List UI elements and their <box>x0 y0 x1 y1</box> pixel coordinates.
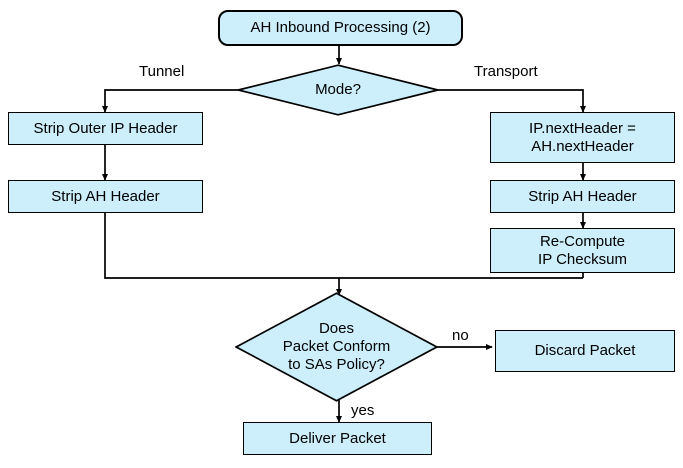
node-discard-packet[interactable]: Discard Packet <box>495 330 675 372</box>
mode-diamond-shape <box>237 64 439 116</box>
node-recompute-ip-checksum[interactable]: Re-Compute IP Checksum <box>490 228 675 273</box>
node-conform-decision[interactable]: Does Packet Conform to SAs Policy? <box>235 292 438 402</box>
edge-mode-tunnel <box>101 89 241 113</box>
edge-label-yes: yes <box>351 402 375 419</box>
edge-tunnel-merge <box>104 213 339 279</box>
edge-label-no: no <box>452 327 469 344</box>
node-start[interactable]: AH Inbound Processing (2) <box>218 10 463 46</box>
node-strip-ah-header-transport[interactable]: Strip AH Header <box>490 180 675 213</box>
edge-label-transport: Transport <box>474 63 538 80</box>
node-strip-outer-ip-header[interactable]: Strip Outer IP Header <box>8 112 203 145</box>
edge-label-tunnel: Tunnel <box>139 63 185 80</box>
node-strip-ah-header-tunnel[interactable]: Strip AH Header <box>8 180 203 213</box>
node-deliver-packet[interactable]: Deliver Packet <box>243 422 432 455</box>
conform-diamond-shape <box>235 292 438 402</box>
node-ip-nextheader[interactable]: IP.nextHeader = AH.nextHeader <box>490 112 675 163</box>
node-mode-decision[interactable]: Mode? <box>237 64 439 116</box>
edge-mode-transport <box>437 89 587 113</box>
